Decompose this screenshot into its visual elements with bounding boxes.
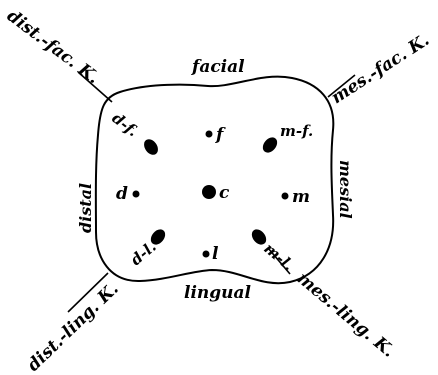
point-m-f xyxy=(260,135,280,156)
point-d xyxy=(133,191,140,198)
points: d-f. f m-f. d c m d-l. l m-l. xyxy=(109,109,314,274)
label-d-f: d-f. xyxy=(109,109,142,140)
label-distal: distal xyxy=(76,183,95,233)
label-f: f xyxy=(215,125,226,145)
label-mes-fac: mes.-fac. K. xyxy=(328,30,433,108)
point-f xyxy=(206,131,213,138)
point-m-l xyxy=(249,227,269,248)
label-facial: facial xyxy=(191,57,245,77)
label-m-l: m-l. xyxy=(260,239,297,274)
point-c xyxy=(202,185,216,199)
label-mes-ling: mes.-ling. K. xyxy=(293,269,399,362)
label-c: c xyxy=(219,183,230,203)
label-lingual: lingual xyxy=(184,283,252,303)
point-l xyxy=(203,251,210,258)
label-d: d xyxy=(116,184,128,204)
label-dist-fac: dist.-fac. K. xyxy=(3,6,103,88)
label-m-f: m-f. xyxy=(280,122,313,140)
label-m: m xyxy=(292,187,310,207)
point-m xyxy=(282,193,289,200)
point-d-f xyxy=(141,137,161,158)
label-l: l xyxy=(212,244,219,264)
label-dist-ling: dist.-ling. K. xyxy=(24,279,123,375)
label-mesial: mesial xyxy=(336,160,355,219)
